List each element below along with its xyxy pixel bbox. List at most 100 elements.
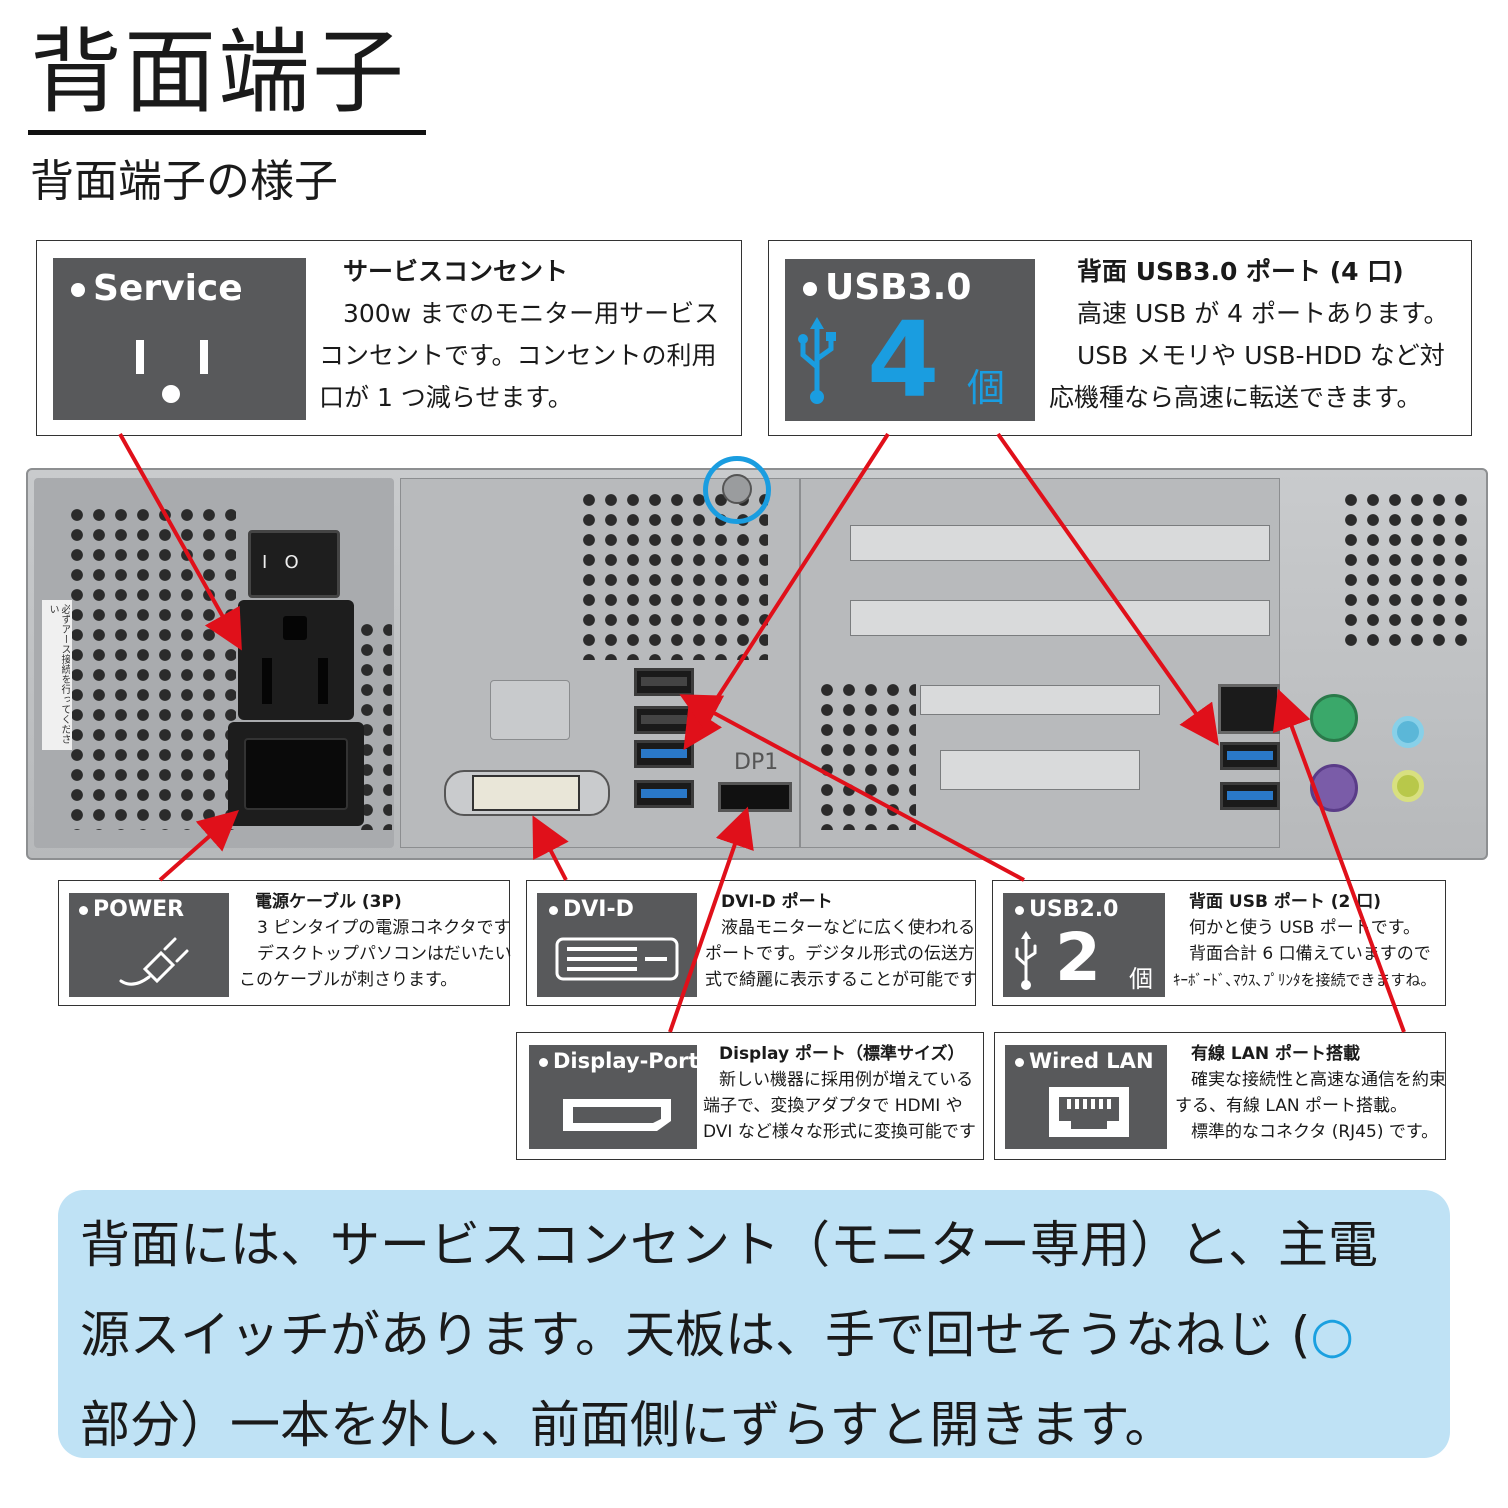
note-line-3: 部分）一本を外し、前面側にずらすと開きます。: [80, 1396, 1175, 1454]
usb30-tile-label: USB3.0: [803, 267, 971, 308]
displayport-tile: Display-Port: [529, 1045, 699, 1149]
service-line-1: 300w までのモニター用サービス: [343, 299, 720, 328]
usb30-tile: USB3.0 4 個: [785, 259, 1035, 421]
callout-service: Service サービスコンセント 300w までのモニター用サービス コンセン…: [36, 240, 742, 436]
note-text: 背面には、サービスコンセント（モニター専用）と、主電 源スイッチがあります。天板…: [80, 1200, 1420, 1470]
dvid-line-3: 式で綺麗に表示することが可能です: [705, 970, 977, 990]
power-heading: 電源ケーブル (3P): [255, 892, 402, 912]
usb20-count: 2: [1055, 919, 1101, 996]
service-outlet-hole-a: [262, 658, 272, 704]
callout-displayport: Display-Port Display ポート（標準サイズ） 新しい機器に採用…: [516, 1032, 984, 1160]
power-plug-icon: [119, 937, 189, 986]
note-line-2: 源スイッチがあります。天板は、手で回せそうなねじ (○: [80, 1306, 1355, 1364]
usb3-port-4: [1220, 782, 1280, 810]
power-line-3: このケーブルが刺さります。: [239, 970, 458, 990]
screw-highlight-ring: [703, 456, 771, 524]
power-line-2: デスクトップパソコンはだいたい: [257, 944, 512, 964]
usb2-port-1: [634, 668, 694, 696]
circle-mark: ○: [1310, 1306, 1355, 1364]
arrow-service: [118, 433, 242, 651]
usb3-port-3: [1220, 742, 1280, 770]
callout-power: POWER 電源ケーブル (3P) 3 ピンタイプの電源コネクタです デスクトッ…: [58, 880, 512, 1006]
dvid-description: DVI-D ポート 液晶モニターなどに広く使われる ポートです。デジタル形式の伝…: [705, 889, 977, 993]
usb30-count-unit: 個: [967, 366, 1006, 410]
audio-in-port: [1392, 716, 1424, 748]
dvid-tile-label: DVI-D: [549, 897, 634, 922]
psu-sticker: [42, 600, 72, 750]
ps2-mouse-port: [1310, 694, 1358, 742]
lan-line-2: する、有線 LAN ポート搭載。: [1175, 1096, 1408, 1116]
usb30-line-2: USB メモリや USB-HDD など対: [1077, 341, 1445, 370]
usb20-tile: USB2.0 2 個: [1003, 893, 1165, 997]
service-outlet-hole-b: [318, 658, 328, 704]
dvi-port-inner: [472, 775, 580, 811]
arrow-displayport: [668, 806, 754, 1033]
lan-line-1: 確実な接続性と高速な通信を約束: [1191, 1070, 1446, 1090]
right-vent: [1340, 490, 1470, 650]
dvid-line-2: ポートです。デジタル形式の伝送方: [705, 944, 975, 964]
ps2-keyboard-port: [1310, 764, 1358, 812]
power-switch-marks: I O: [262, 552, 299, 573]
lan-description: 有線 LAN ポート搭載 確実な接続性と高速な通信を約束 する、有線 LAN ポ…: [1175, 1041, 1446, 1145]
usb20-heading: 背面 USB ポート (2 口): [1189, 892, 1382, 912]
note-box: [58, 1190, 1450, 1458]
displayport-heading: Display ポート（標準サイズ）: [719, 1044, 965, 1064]
displayport-line-2: 端子で、変換アダプタで HDMI や: [703, 1096, 963, 1116]
usb20-tile-label: USB2.0: [1015, 897, 1118, 922]
usb30-heading: 背面 USB3.0 ポート (4 口): [1077, 257, 1404, 286]
service-line-3: 口が 1 つ減らせます。: [319, 383, 573, 412]
dvid-tile: DVI-D: [537, 893, 697, 997]
service-line-2: コンセントです。コンセントの利用: [319, 341, 717, 370]
usb3-port-2: [634, 780, 694, 808]
displayport-icon: [563, 1099, 671, 1131]
usb-icon: [798, 317, 836, 404]
service-heading: サービスコンセント: [343, 257, 569, 286]
usb20-line-3: ｷｰﾎﾞｰﾄﾞ､ﾏｳｽ､ﾌﾟﾘﾝﾀを接続できますね。: [1173, 971, 1436, 989]
expansion-slot-2: [850, 600, 1270, 636]
power-description: 電源ケーブル (3P) 3 ピンタイプの電源コネクタです デスクトップパソコンは…: [239, 889, 512, 993]
usb30-count: 4: [867, 299, 940, 421]
usb30-line-3: 応機種なら高速に転送できます。: [1049, 383, 1422, 412]
lan-tile: Wired LAN: [1005, 1045, 1167, 1149]
power-switch[interactable]: [248, 530, 340, 598]
dp-port-label: DP1: [734, 750, 779, 775]
lan-tile-label: Wired LAN: [1015, 1049, 1154, 1073]
expansion-slot-4: [940, 750, 1140, 790]
displayport-tile-label: Display-Port: [539, 1049, 699, 1073]
ethernet-port-icon: [1049, 1087, 1129, 1137]
expansion-slot-3: [920, 685, 1160, 715]
service-tile: Service: [53, 258, 306, 420]
displayport-description: Display ポート（標準サイズ） 新しい機器に採用例が増えている 端子で、変…: [703, 1041, 976, 1145]
power-tile: POWER: [69, 893, 229, 997]
arrow-lan: [1272, 688, 1406, 1033]
arrow-usb20: [679, 694, 1025, 882]
usb-icon: [1015, 931, 1037, 990]
arrow-usb30-center: [683, 432, 890, 751]
psu-sticker-text: 必ずアース接続を行ってください: [47, 604, 70, 744]
outlet-icon: [136, 340, 208, 403]
lan-line-3: 標準的なコネクタ (RJ45) です。: [1191, 1122, 1439, 1142]
usb20-count-unit: 個: [1129, 965, 1153, 993]
psu-vent: [66, 505, 236, 830]
power-tile-label: POWER: [79, 897, 184, 922]
service-tile-label: Service: [71, 268, 243, 309]
usb20-line-2: 背面合計 6 口備えていますので: [1189, 944, 1431, 964]
service-outlet-ground: [283, 616, 307, 640]
title-underline: [28, 130, 426, 135]
power-inlet-socket: [244, 738, 348, 810]
usb30-description: 背面 USB3.0 ポート (4 口) 高速 USB が 4 ポートあります。 …: [1049, 251, 1449, 419]
page-title: 背面端子: [30, 19, 407, 126]
kensington-slot: [490, 680, 570, 740]
lan-heading: 有線 LAN ポート搭載: [1191, 1044, 1361, 1064]
usb30-line-1: 高速 USB が 4 ポートあります。: [1077, 299, 1449, 328]
callout-usb30: USB3.0 4 個 背面 USB3.0 ポート (4 口) 高速 USB が …: [768, 240, 1472, 436]
arrow-power: [158, 810, 239, 882]
callout-dvid: DVI-D DVI-D ポート 液晶モニターなどに広く使われる ポートです。デジ…: [526, 880, 977, 1006]
callout-usb20: USB2.0 2 個 背面 USB ポート (2 口) 何かと使う USB ポー…: [992, 880, 1446, 1006]
callout-lan: Wired LAN 有線 LAN ポート搭載 確実な接続性と高速な通信を約束 す…: [994, 1032, 1446, 1160]
arrow-usb30-right: [996, 432, 1219, 746]
note-line-1: 背面には、サービスコンセント（モニター専用）と、主電: [80, 1216, 1378, 1274]
audio-out-port: [1392, 770, 1424, 802]
displayport-line-1: 新しい機器に採用例が増えている: [719, 1070, 974, 1090]
